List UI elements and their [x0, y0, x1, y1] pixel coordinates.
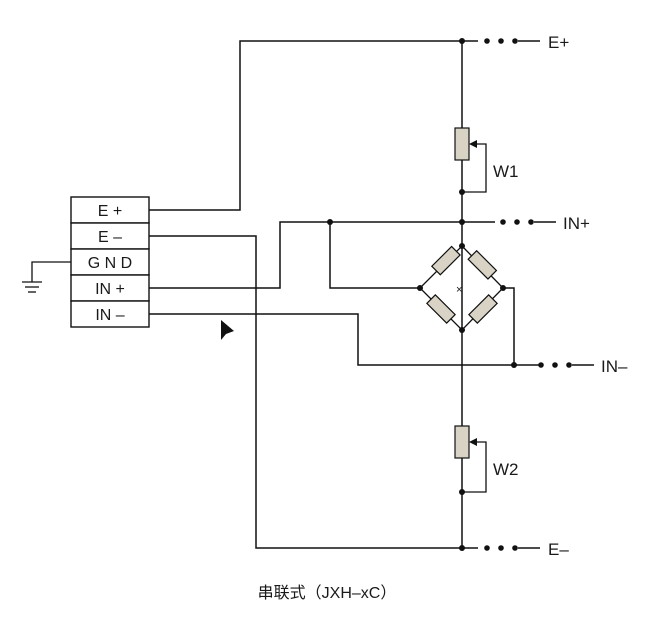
continuation-dot	[512, 545, 518, 551]
terminal-label-gnd: G N D	[88, 255, 132, 272]
diagram-caption: 串联式（JXH–xC）	[258, 584, 397, 602]
continuation-dot	[514, 219, 520, 225]
wire-bridge-left	[329, 222, 420, 289]
continuation-dot	[484, 545, 490, 551]
continuation-dot	[484, 38, 490, 44]
junction-dot	[459, 219, 465, 225]
continuation-dot	[498, 545, 504, 551]
terminal-block: E + E – G N D IN + IN –	[70, 196, 150, 328]
continuation-dot	[498, 38, 504, 44]
cursor-arrow-icon	[221, 320, 234, 340]
continuation-dot	[552, 362, 558, 368]
wheatstone-bridge: ×	[417, 243, 506, 333]
continuation-dot	[528, 219, 534, 225]
label-in-minus: IN–	[601, 357, 628, 376]
label-e-minus: E–	[548, 540, 569, 559]
wire-e-plus	[149, 40, 462, 211]
wire-e-minus	[149, 235, 462, 549]
terminal-label-in-minus: IN –	[95, 307, 124, 324]
terminal-label-e-plus: E +	[98, 203, 122, 220]
terminal-label-in-plus: IN +	[95, 281, 125, 298]
wire-in-plus	[149, 221, 495, 289]
terminal-label-e-minus: E –	[98, 229, 122, 246]
potentiometer-icon	[454, 425, 470, 459]
wire-in-minus	[149, 313, 540, 366]
resistor-icon	[467, 249, 498, 280]
bridge-center-mark: ×	[456, 284, 462, 296]
junction-dot	[511, 362, 517, 368]
potentiometer-w1: W1	[454, 127, 519, 195]
potentiometer-w2: W2	[454, 425, 519, 495]
potentiometer-icon	[454, 127, 470, 161]
resistor-icon	[426, 294, 456, 324]
terminal-in-minus	[70, 300, 150, 328]
resistor-icon	[430, 245, 461, 276]
label-in-plus: IN+	[563, 214, 590, 233]
ground-icon	[22, 261, 71, 293]
junction-dot	[459, 38, 465, 44]
terminal-e-plus	[70, 196, 150, 224]
continuation-dot	[512, 38, 518, 44]
continuation-dot	[538, 362, 544, 368]
continuation-dot	[566, 362, 572, 368]
continuation-dot	[500, 219, 506, 225]
wire-bridge-right	[503, 287, 515, 365]
resistor-icon	[468, 294, 498, 324]
label-w2: W2	[493, 460, 519, 479]
label-w1: W1	[493, 162, 519, 181]
label-e-plus: E+	[548, 33, 569, 52]
